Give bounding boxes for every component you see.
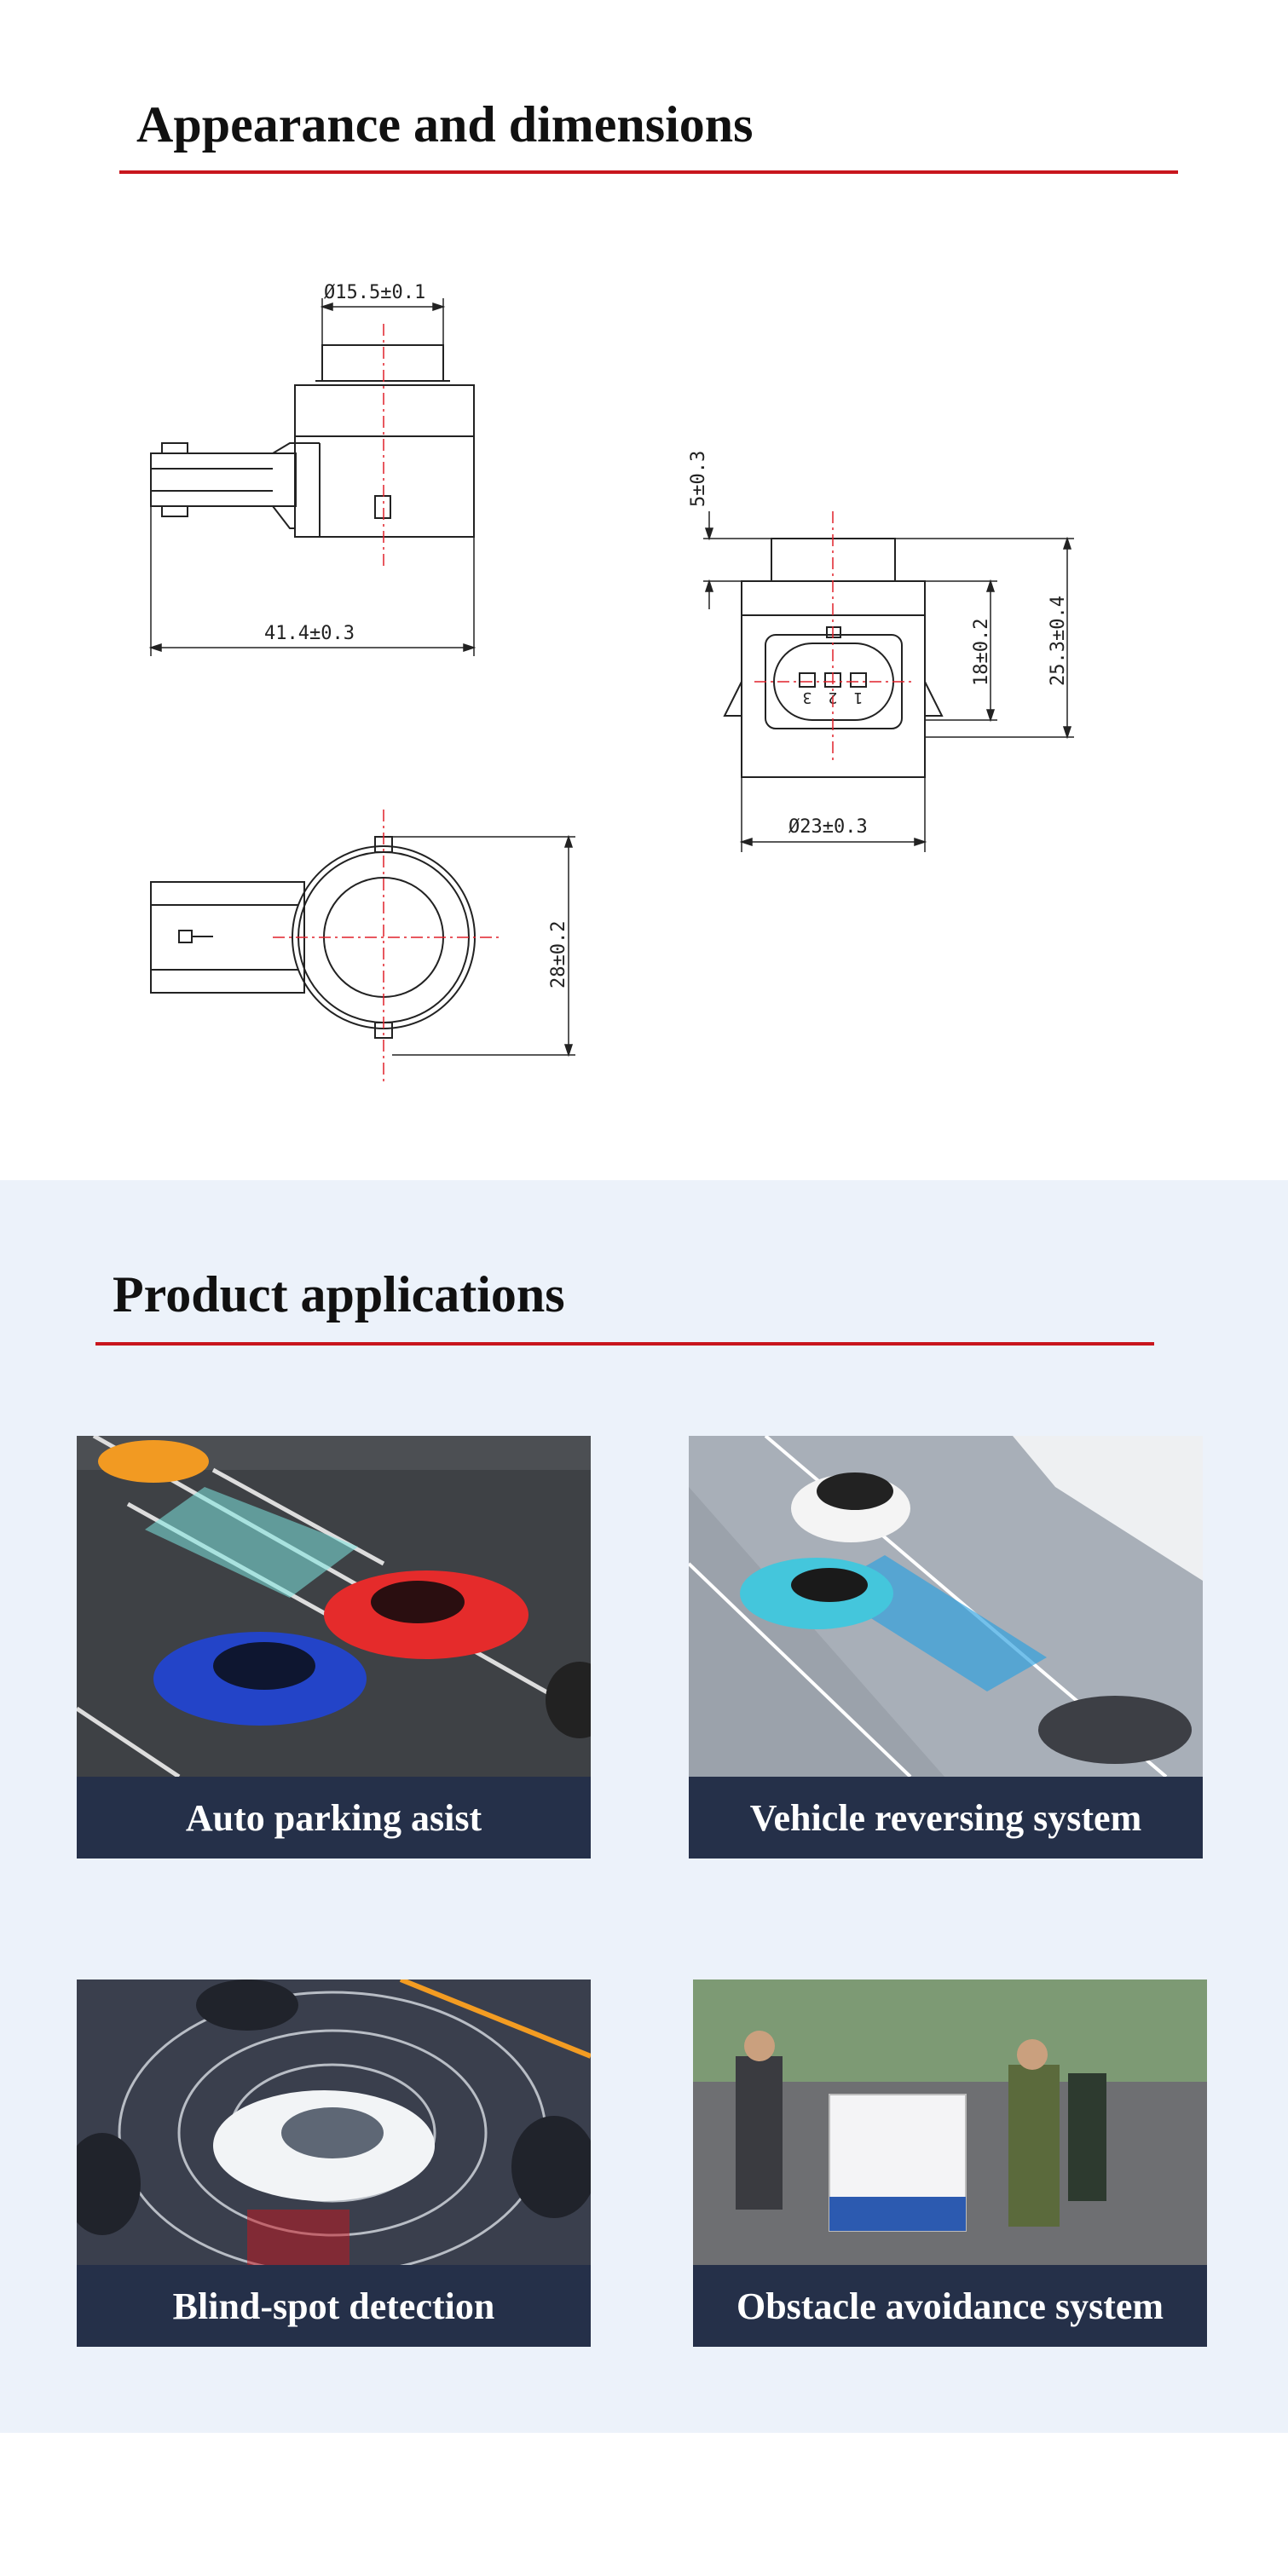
applications-section: Product applications	[0, 1180, 1288, 2433]
head-height-label: 5±0.3	[688, 451, 709, 507]
width-label: 28±0.2	[548, 921, 569, 988]
auto-parking-image	[77, 1436, 591, 1777]
applications-title: Product applications	[113, 1266, 565, 1323]
application-card-auto-parking: Auto parking asist	[77, 1436, 591, 1859]
dimensions-title-rule	[119, 170, 1178, 174]
dimensions-section: Appearance and dimensions	[0, 0, 1288, 1180]
head-diameter-label: Ø15.5±0.1	[324, 282, 425, 303]
application-card-vehicle-reversing: Vehicle reversing system	[689, 1436, 1203, 1859]
auto-parking-caption: Auto parking asist	[77, 1777, 591, 1859]
side-view-drawing: Ø15.5±0.1 41.4±0.3	[145, 273, 503, 673]
pin-3-label: 3	[803, 689, 812, 706]
dimensions-title: Appearance and dimensions	[136, 96, 754, 153]
obstacle-avoidance-caption: Obstacle avoidance system	[693, 2265, 1207, 2347]
blind-spot-image	[77, 1980, 591, 2265]
body-height-label: 18±0.2	[971, 619, 992, 686]
pin-1-label: 1	[854, 689, 863, 706]
obstacle-avoidance-image	[693, 1980, 1207, 2265]
application-card-blind-spot: Blind-spot detection	[77, 1980, 591, 2402]
front-view-drawing: 3 2 1 5±0.3 18	[673, 426, 1100, 869]
vehicle-reversing-caption: Vehicle reversing system	[689, 1777, 1203, 1859]
applications-title-rule	[95, 1342, 1154, 1346]
top-view-drawing: 28±0.2	[145, 810, 588, 1091]
length-label: 41.4±0.3	[264, 623, 355, 644]
vehicle-reversing-image	[689, 1436, 1203, 1777]
application-card-obstacle-avoidance: Obstacle avoidance system	[693, 1980, 1207, 2402]
total-height-label: 25.3±0.4	[1048, 596, 1069, 686]
base-diameter-label: Ø23±0.3	[788, 816, 868, 838]
blind-spot-caption: Blind-spot detection	[77, 2265, 591, 2347]
